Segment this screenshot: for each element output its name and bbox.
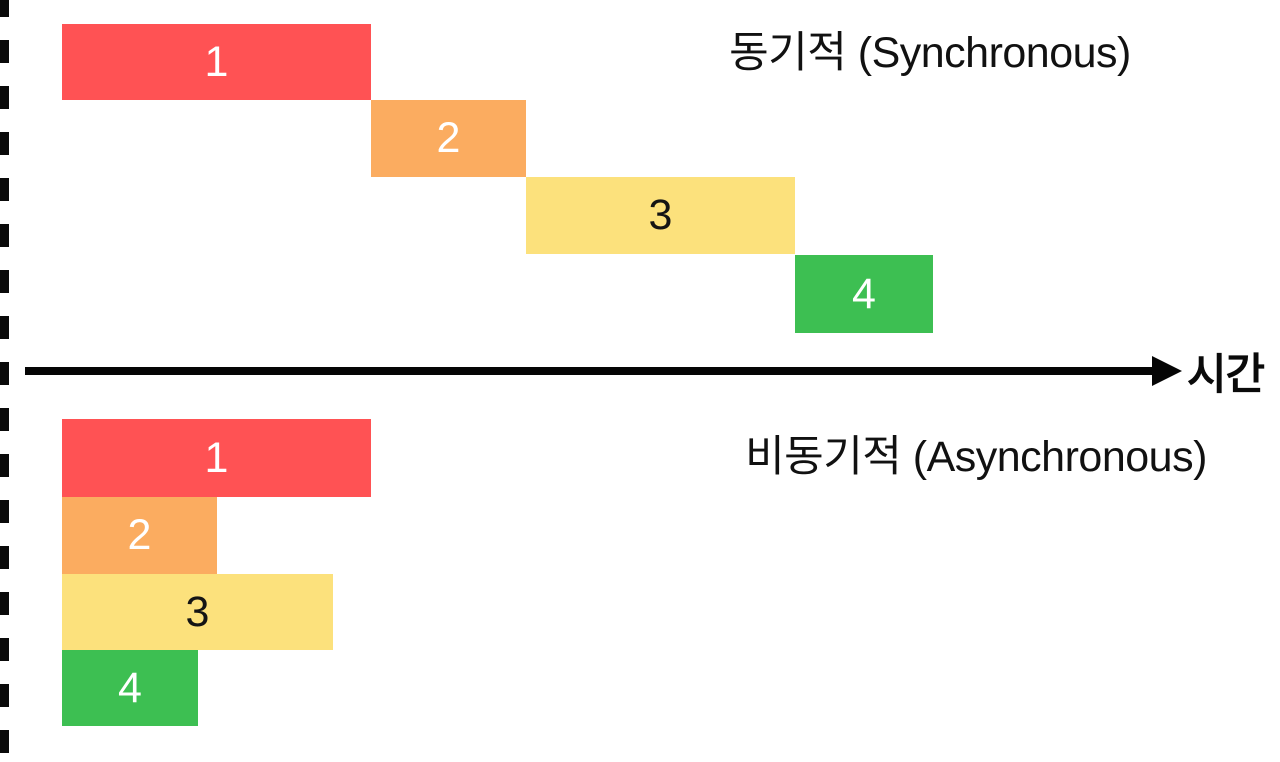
dashed-vertical-start-line <box>0 0 9 762</box>
sync-task-bar-4: 4 <box>795 255 933 333</box>
sync-task-bar-3: 3 <box>526 177 795 254</box>
task-bar-label: 1 <box>204 433 229 482</box>
async-task-bar-4: 4 <box>62 650 198 726</box>
task-bar-label: 3 <box>185 587 210 636</box>
sync-section-title: 동기적 (Synchronous) <box>729 29 1131 77</box>
task-bar-label: 3 <box>648 191 673 239</box>
sync-task-bar-2: 2 <box>371 100 526 177</box>
async-task-bar-1: 1 <box>62 419 371 497</box>
time-axis-line <box>25 367 1153 375</box>
time-axis-arrowhead-icon <box>1152 356 1182 386</box>
async-section-title: 비동기적 (Asynchronous) <box>745 433 1207 481</box>
sync-task-bar-1: 1 <box>62 24 371 100</box>
task-bar-label: 1 <box>204 37 229 86</box>
task-bar-label: 4 <box>852 269 876 318</box>
task-bar-label: 2 <box>127 511 152 559</box>
async-task-bar-2: 2 <box>62 497 217 574</box>
time-axis-label: 시간 <box>1187 351 1265 399</box>
task-bar-label: 2 <box>436 114 461 162</box>
task-bar-label: 4 <box>118 663 142 712</box>
async-task-bar-3: 3 <box>62 574 333 650</box>
